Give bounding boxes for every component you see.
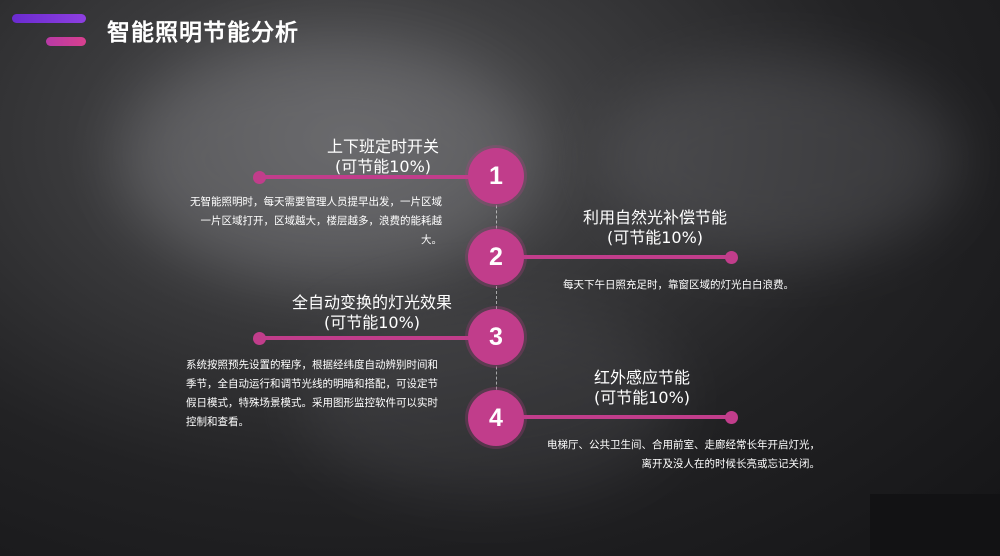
- item-4-heading: 红外感应节能 (可节能10%): [542, 368, 742, 408]
- item-4-title: 红外感应节能: [593, 368, 690, 387]
- item-3-title: 全自动变换的灯光效果: [291, 293, 452, 312]
- connector-dot-4: [725, 411, 738, 424]
- corner-shade: [870, 494, 1000, 556]
- logo-bar-bottom: [46, 37, 86, 46]
- item-3-saving: (可节能10%): [323, 313, 421, 332]
- logo-bar-top: [12, 14, 86, 23]
- connector-line-3: [260, 336, 474, 340]
- connector-line-4: [520, 415, 730, 419]
- step-circle-1: 1: [468, 148, 524, 204]
- item-4-description: 电梯厅、公共卫生间、合用前室、走廊经常长年开启灯光，离开及没人在的时候长亮或忘记…: [547, 439, 820, 470]
- item-2-saving: (可节能10%): [606, 228, 704, 247]
- item-1-title: 上下班定时开关: [326, 137, 439, 156]
- item-3-heading: 全自动变换的灯光效果 (可节能10%): [262, 293, 482, 333]
- timeline-dashed-line: [496, 150, 497, 440]
- item-1-heading: 上下班定时开关 (可节能10%): [283, 137, 483, 177]
- connector-line-2: [520, 255, 730, 259]
- item-3-description: 系统按照预先设置的程序，根据经纬度自动辨别时间和季节，全自动运行和调节光线的明暗…: [186, 359, 438, 428]
- item-2-title: 利用自然光补偿节能: [582, 208, 727, 227]
- page-title: 智能照明节能分析: [107, 20, 299, 46]
- connector-line-1: [260, 175, 474, 179]
- connector-dot-2: [725, 251, 738, 264]
- item-1-saving: (可节能10%): [334, 157, 432, 176]
- connector-dot-3: [253, 332, 266, 345]
- connector-dot-1: [253, 171, 266, 184]
- step-circle-2: 2: [468, 229, 524, 285]
- step-circle-4: 4: [468, 390, 524, 446]
- step-circle-3: 3: [468, 309, 524, 365]
- item-4-saving: (可节能10%): [593, 388, 691, 407]
- item-2-heading: 利用自然光补偿节能 (可节能10%): [555, 208, 755, 248]
- item-1-description: 无智能照明时，每天需要管理人员提早出发，一片区域一片区域打开，区域越大，楼层越多…: [190, 196, 442, 246]
- item-2-description: 每天下午日照充足时，靠窗区域的灯光白白浪费。: [563, 279, 794, 291]
